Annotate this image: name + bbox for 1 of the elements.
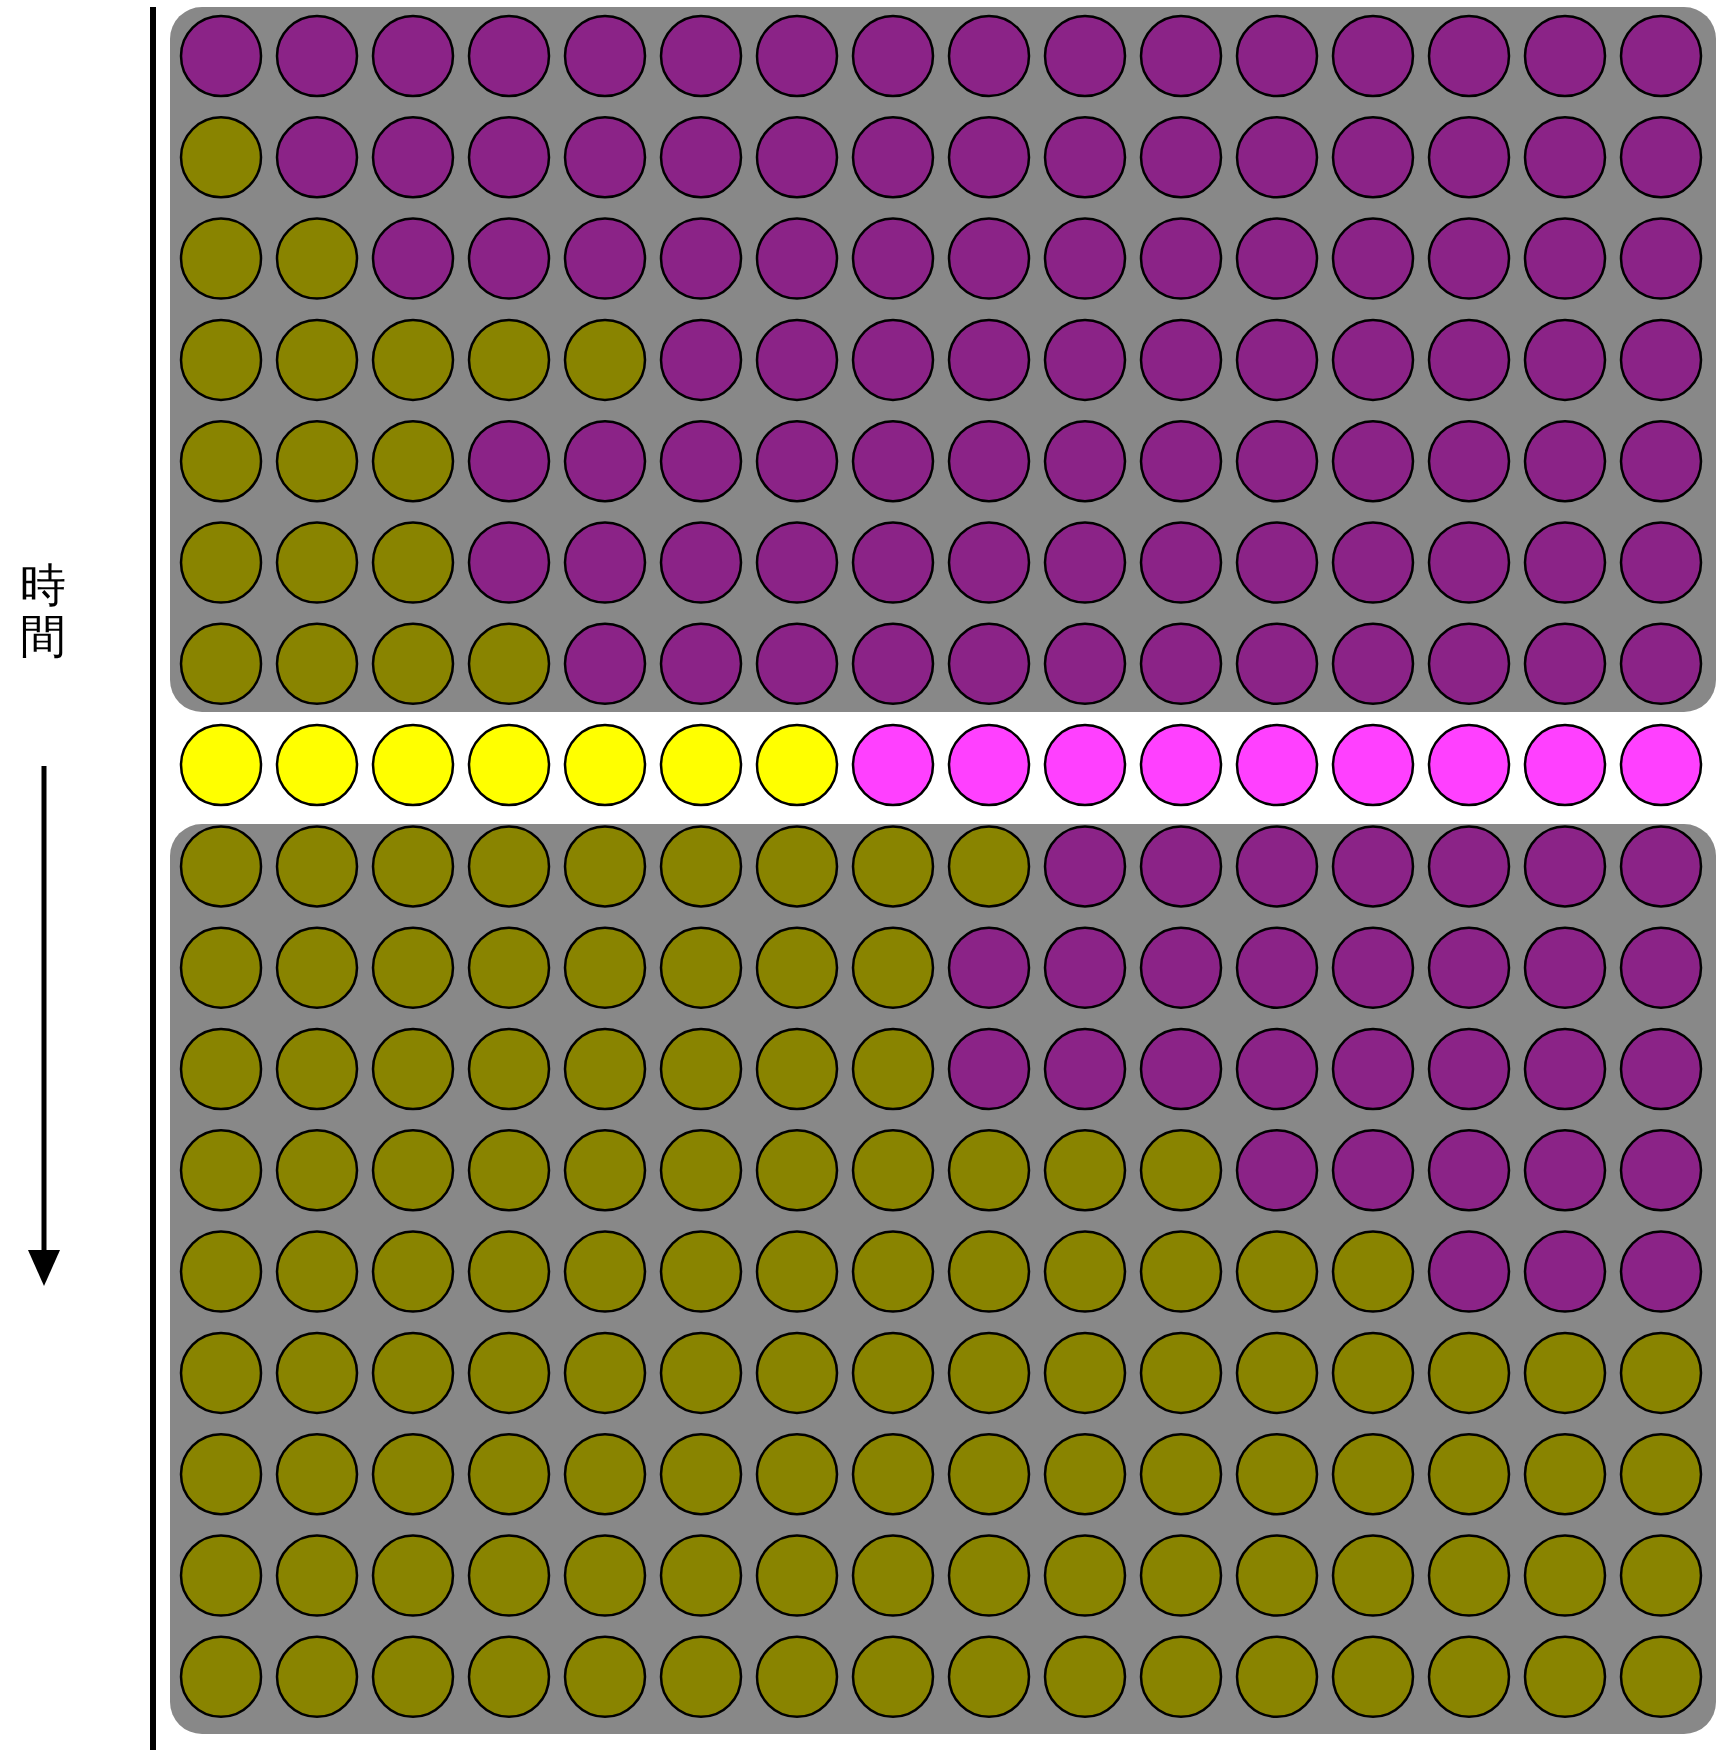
axis-label: 時間 — [20, 560, 66, 662]
